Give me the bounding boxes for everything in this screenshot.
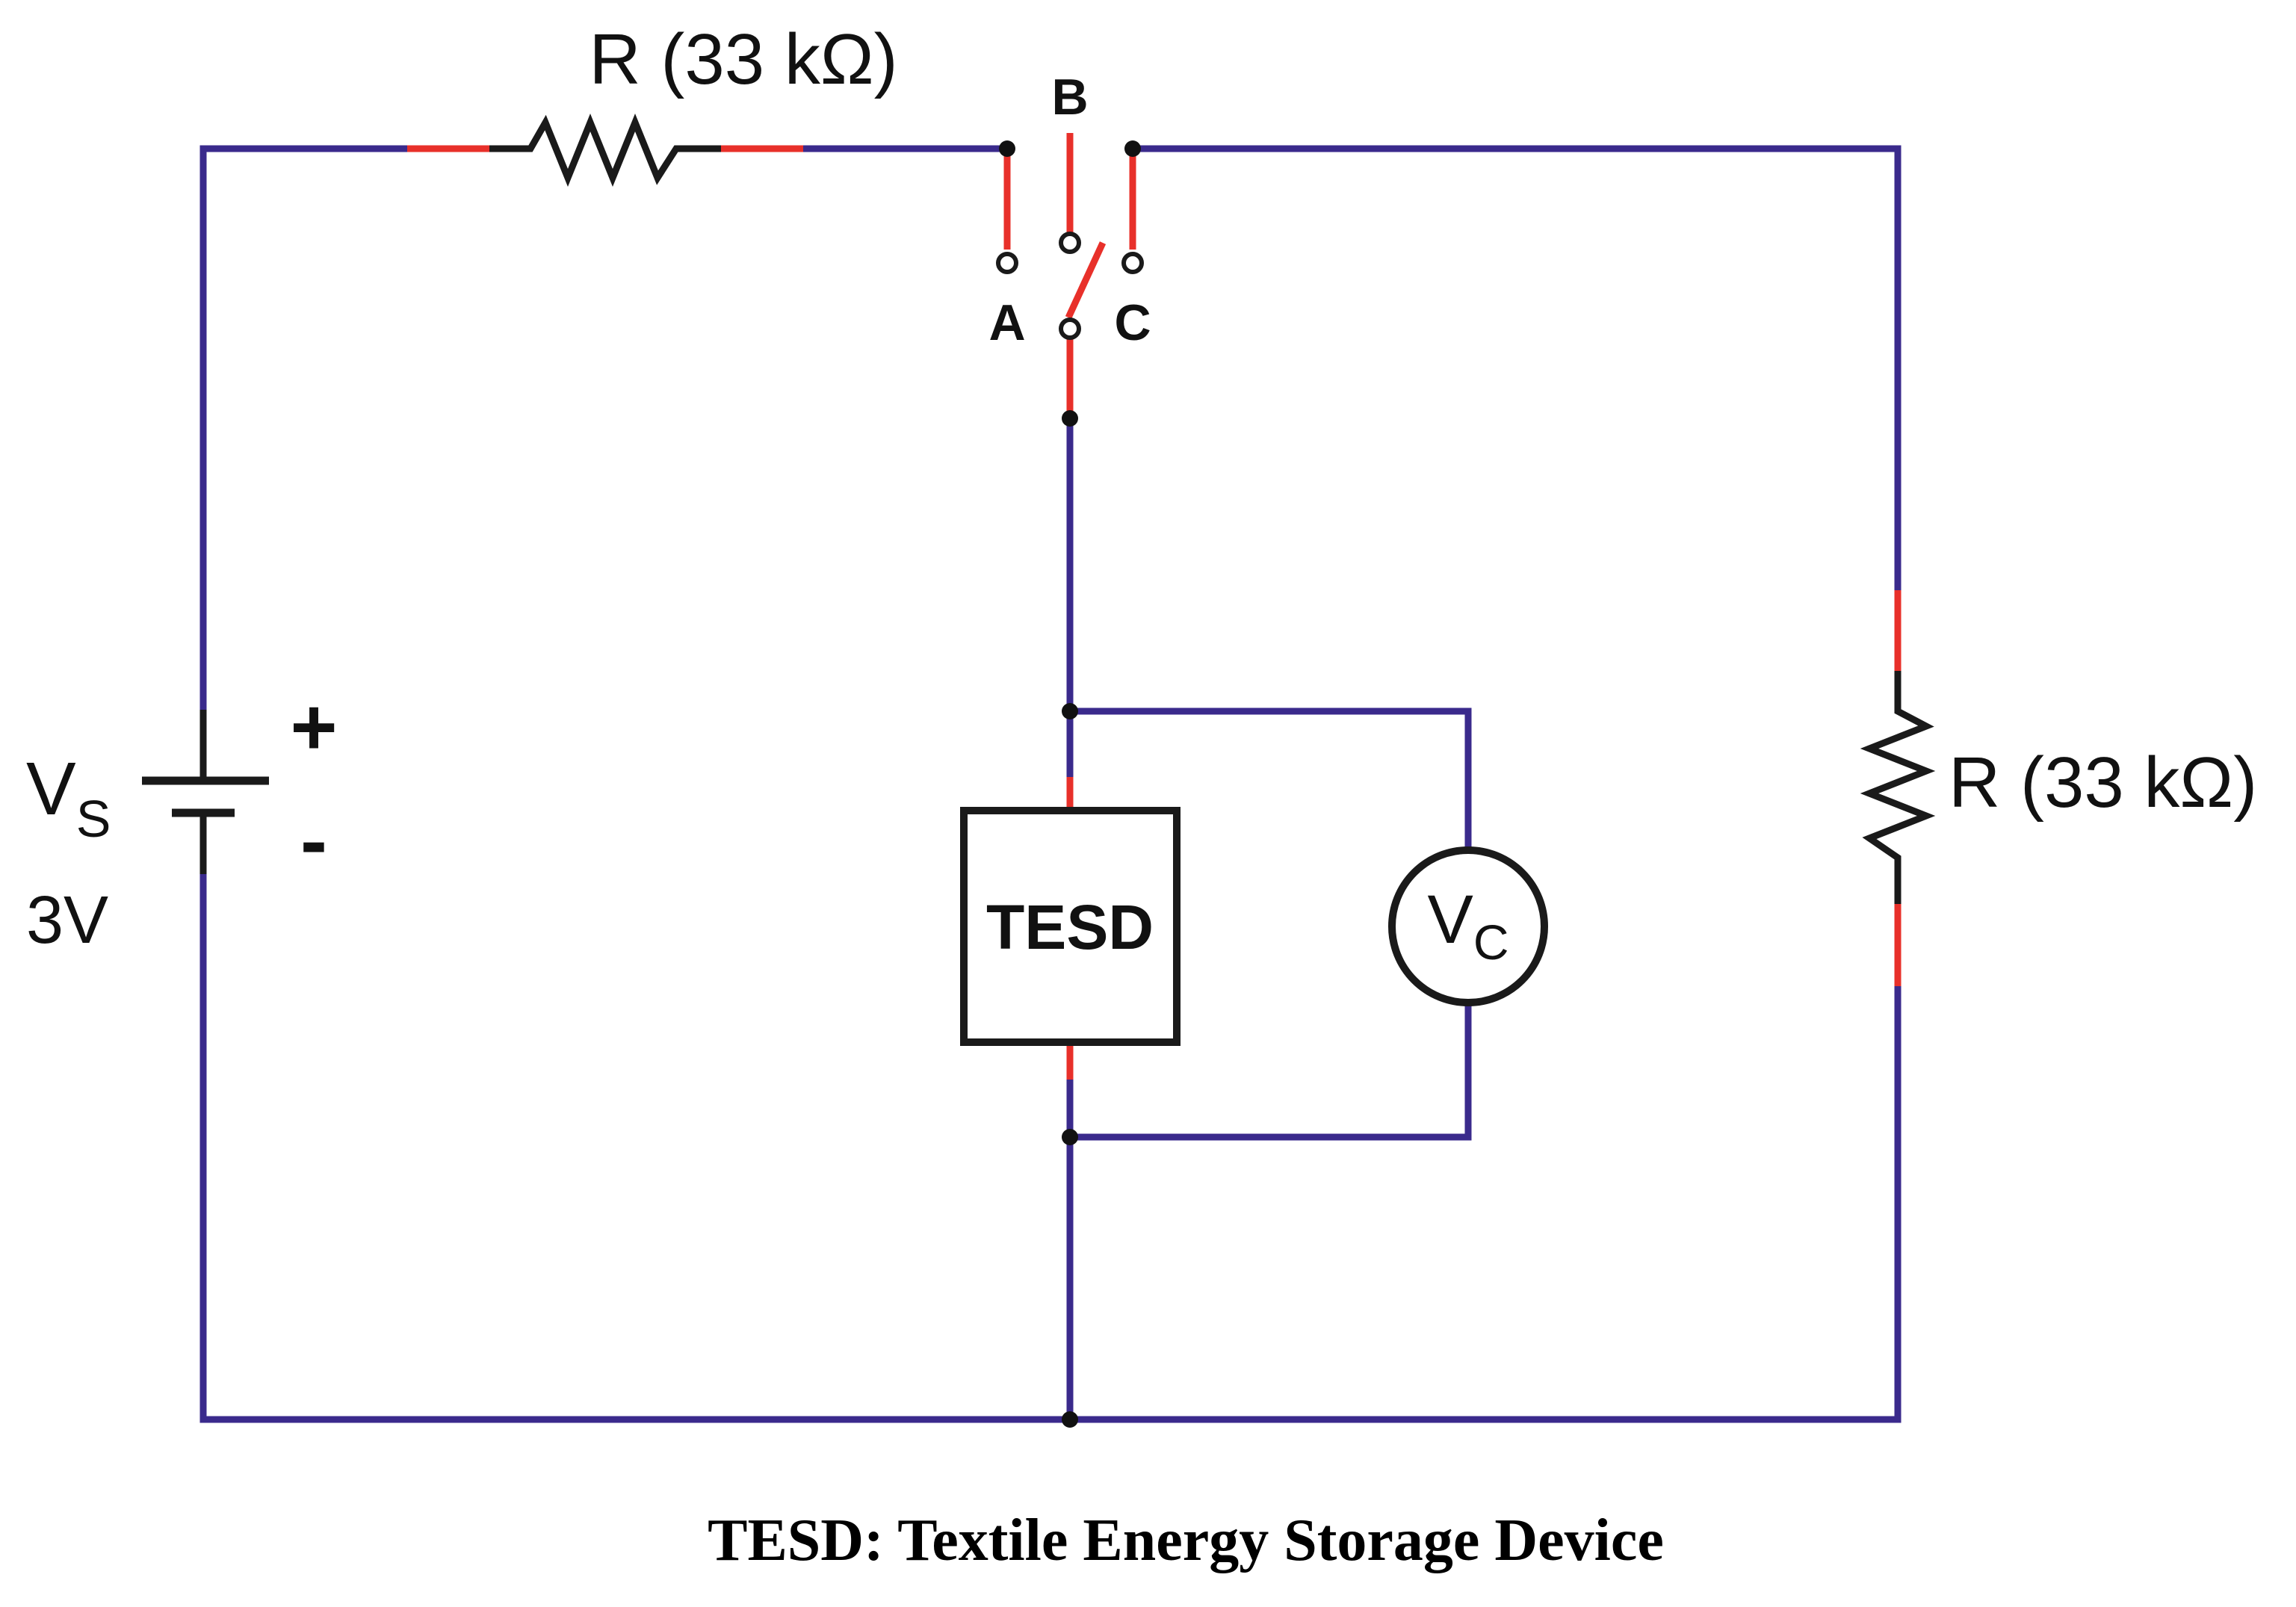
switch-terminal-common: [1059, 318, 1081, 340]
junctions: [999, 140, 1141, 1428]
battery: [142, 710, 269, 874]
junction-voltmeter-bottom: [1062, 1129, 1078, 1145]
resistor-right-label: R (33 kΩ): [1949, 743, 2257, 823]
voltmeter-label: VC: [1427, 882, 1509, 970]
resistor-right: [1860, 671, 1936, 904]
source-label: VS: [26, 747, 111, 848]
figure-caption: TESD: Textile Energy Storage Device: [708, 1508, 1664, 1573]
switch-terminals: [996, 232, 1144, 340]
switch-label-c: C: [1114, 294, 1151, 351]
tesd-label: TESD: [986, 892, 1154, 962]
wire-voltmeter-loop: [1066, 707, 1472, 854]
wire-voltmeter-return: [1066, 999, 1472, 1141]
switch-terminal-b: [1059, 232, 1081, 254]
junction-voltmeter-top: [1062, 703, 1078, 719]
resistor-top-zigzag: [489, 114, 721, 187]
junction-switch-c: [1124, 140, 1141, 157]
wires: [199, 145, 1902, 1423]
junction-switch-common: [1062, 410, 1078, 427]
resistor-top-label: R (33 kΩ): [589, 19, 897, 99]
switch-terminal-a: [996, 252, 1018, 274]
switch-terminal-c: [1121, 252, 1144, 274]
voltmeter-circle: [1388, 846, 1548, 1006]
voltmeter-symbol: V: [1427, 882, 1473, 958]
voltmeter-subscript: C: [1473, 914, 1509, 970]
junction-switch-a: [999, 140, 1015, 157]
junction-bottom: [1062, 1411, 1078, 1428]
source-subscript: S: [76, 790, 111, 848]
resistor-top: [489, 114, 721, 187]
source-voltage-label: 3V: [26, 883, 108, 958]
battery-minus-label: -: [300, 795, 327, 885]
switch-blade: [1065, 241, 1107, 319]
source-symbol: V: [26, 747, 76, 831]
resistor-right-zigzag: [1860, 671, 1936, 904]
battery-plus-label: +: [290, 681, 337, 772]
tesd-box: [960, 807, 1181, 1046]
switch-label-b: B: [1051, 69, 1088, 126]
switch-label-a: A: [988, 294, 1025, 351]
leads: [407, 133, 1902, 1080]
